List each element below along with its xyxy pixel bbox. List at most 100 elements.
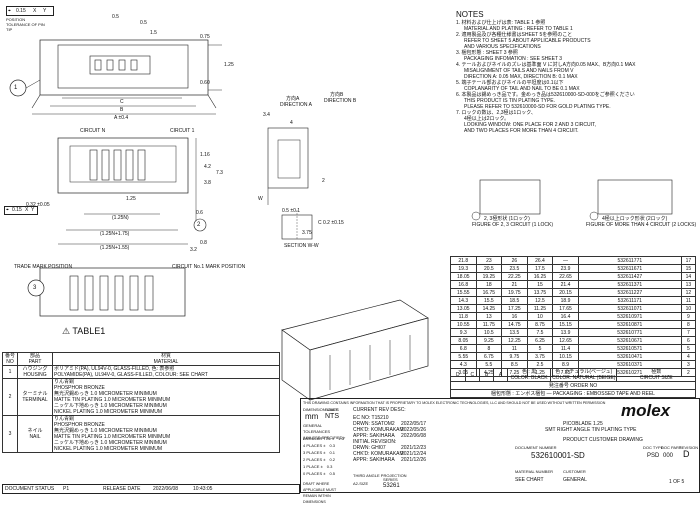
- rev-label: REVISION: [679, 445, 699, 450]
- doc-type: PSD: [647, 453, 660, 459]
- drwn-date: 2022/05/17: [401, 421, 427, 427]
- appr-date: 2022/06/08: [401, 433, 427, 439]
- i-chkd-date: 2021/12/24: [401, 451, 427, 457]
- table-cell: 10.15: [552, 352, 579, 361]
- mat-no: 1: [2, 365, 18, 379]
- lock-fig-2-jp: 4極以上ロック形状 (2ロック): [602, 216, 668, 222]
- table-cell: 13.9: [552, 328, 579, 337]
- position-tolerance-icon: ⌖: [8, 8, 11, 14]
- table-cell: 19.25: [475, 272, 503, 281]
- datum-x: X: [33, 8, 37, 14]
- dim-side-2: 0.5: [140, 20, 147, 26]
- dim-a: A ±0.4: [114, 115, 129, 121]
- mid-tolerance-frame: ⌖ 0.15 X Y: [4, 206, 38, 215]
- dim-1-25: 1.25: [126, 196, 136, 202]
- table-cell: 532610571: [577, 344, 682, 353]
- i-drwn: DRWN: GHI07: [353, 445, 386, 451]
- chkd: CHK'D: KOMURAKAM: [353, 427, 404, 433]
- mat-no: 3: [2, 415, 18, 453]
- table-cell: 13: [680, 280, 697, 289]
- table-cell: 17: [680, 256, 697, 265]
- i-drwn-date: 2021/12/23: [401, 445, 427, 451]
- dim-4: 4: [290, 120, 293, 126]
- status: P1: [63, 486, 70, 492]
- table-cell: 26: [501, 256, 528, 265]
- lock-fig-1-en: FIGURE OF 2, 3 CIRCUIT (1 LOCK): [472, 222, 554, 228]
- table-cell: 16.8: [450, 280, 477, 289]
- dim-units: mm: [305, 412, 319, 421]
- third-angle: THIRD ANGLE PROJECTION: [353, 473, 407, 478]
- table-cell: 16.75: [475, 288, 503, 297]
- dim-3-75: 3.75: [302, 230, 312, 236]
- table-cell: 11.25: [526, 304, 554, 313]
- tolerance-row: 0 PLACES ±0.5: [303, 471, 335, 476]
- table-cell: 6.75: [475, 352, 503, 361]
- note-line: THIS PRODUCT IS TIN PLATING TYPE.: [464, 98, 556, 104]
- mat-no-label: MATERIAL NUMBER: [515, 469, 554, 474]
- dim-0-6: 0.6: [196, 210, 203, 216]
- dim-b: B: [120, 107, 124, 113]
- table-cell: 16: [501, 312, 528, 321]
- table-cell: 11: [501, 344, 528, 353]
- col-b: B: [479, 368, 495, 382]
- mat-no: 2: [2, 378, 18, 416]
- chkd-date: 2022/05/26: [401, 427, 427, 433]
- tolerance-row: 1 PLACE ±0.3: [303, 464, 333, 469]
- notes-title: NOTES: [456, 10, 484, 19]
- position-tolerance-frame: ⌖ 0.15 X Y: [6, 6, 54, 16]
- table-cell: 10: [526, 312, 554, 321]
- table-cell: 532611671: [577, 264, 682, 273]
- note-line: AND TWO PLACES FOR MORE THAN 4 CIRCUIT.: [464, 128, 579, 134]
- note-line: 6. 本製品は錫めっき品です。金めっき品は532610000-SD-000をご参…: [456, 92, 635, 98]
- dim-1-25n-175: (1.25N+1.75): [100, 231, 130, 237]
- color-natural: 色 : ナチュラル(ベージュ)COLOR: NATURAL (BEIGE): [550, 368, 618, 382]
- title-block: THIS DRAWING CONTAINS INFORMATION THAT I…: [300, 398, 700, 504]
- table-cell: 13.05: [450, 304, 477, 313]
- table-cell: 19.3: [450, 264, 477, 273]
- current-rev-desc: CURRENT REV DESC:: [353, 407, 406, 413]
- tolerance-row: 3 PLACES ±0.1: [303, 450, 335, 455]
- section-label: SECTION W-W: [284, 243, 319, 249]
- mid-datum-y: Y: [31, 207, 35, 213]
- table-cell: 14.3: [450, 296, 477, 305]
- table-cell: 12.5: [526, 296, 554, 305]
- table-cell: 9.3: [450, 328, 477, 337]
- table-cell: 532611371: [577, 280, 682, 289]
- dim-4-2: 4.2: [204, 164, 211, 170]
- doc-part-label: DOC PART: [661, 445, 682, 450]
- table-cell: 16.4: [552, 312, 579, 321]
- table-cell: 532610771: [577, 328, 682, 337]
- ec-no: EC NO: T15210: [353, 415, 389, 421]
- circuit-n-label: CIRCUIT N: [80, 128, 106, 134]
- table-cell: 15.15: [552, 320, 579, 329]
- tolerance-row: 4 PLACES ±0.3: [303, 443, 335, 448]
- dim-1-16: 1.16: [200, 152, 210, 158]
- col-a: A: [493, 368, 509, 382]
- dir-b: DIRECTION B: [324, 98, 357, 104]
- table-cell: 6.25: [526, 336, 554, 345]
- note-line: 1. 材料および仕上げは表: TABLE 1 参照: [456, 20, 546, 26]
- table-cell: 22.25: [501, 272, 528, 281]
- table-cell: 17.25: [501, 304, 528, 313]
- table-cell: 15: [680, 264, 697, 273]
- customer-label: CUSTOMER: [563, 469, 586, 474]
- lock-fig-2-en: FIGURE OF MORE THAN 4 CIRCUIT (2 LOCKS): [586, 222, 697, 228]
- table-cell: 9.25: [475, 336, 503, 345]
- table-cell: 5.55: [450, 352, 477, 361]
- dim-side-3: 0.5: [112, 14, 119, 20]
- product-title: PRODUCT CUSTOMER DRAWING: [563, 437, 643, 443]
- molex-logo: molex: [621, 401, 671, 420]
- dim-side-4: 1.25: [224, 62, 234, 68]
- doc-part: 000: [663, 453, 674, 459]
- table-cell: 9.75: [501, 352, 528, 361]
- dim-1-25n: (1.25N): [112, 215, 129, 221]
- position-tolerance-icon: ⌖: [6, 207, 9, 213]
